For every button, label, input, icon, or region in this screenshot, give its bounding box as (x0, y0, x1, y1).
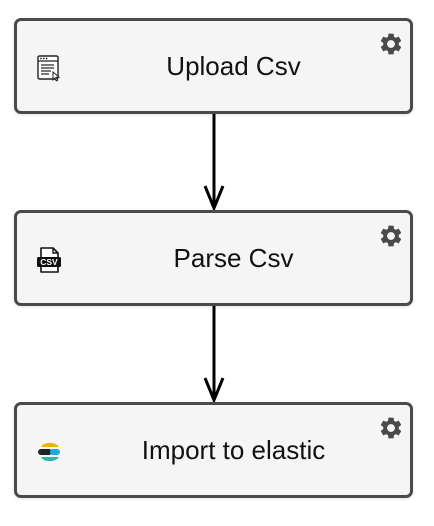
edge-upload-to-parse (203, 114, 225, 212)
edge-parse-to-import (203, 306, 225, 404)
csv-file-icon: CSV (37, 247, 61, 273)
gear-icon[interactable] (378, 415, 404, 441)
node-label: Upload Csv (166, 50, 301, 81)
node-upload-csv[interactable]: Upload Csv (14, 18, 413, 114)
upload-form-icon (37, 55, 61, 82)
node-label: Import to elastic (141, 434, 326, 465)
gear-icon[interactable] (378, 223, 404, 249)
elastic-logo-icon (38, 442, 60, 462)
svg-text:CSV: CSV (40, 257, 58, 267)
node-parse-csv[interactable]: CSV Parse Csv (14, 210, 413, 306)
gear-icon[interactable] (378, 31, 404, 57)
node-import-to-elastic[interactable]: Import to elastic (14, 402, 413, 498)
node-label: Parse Csv (173, 242, 294, 273)
